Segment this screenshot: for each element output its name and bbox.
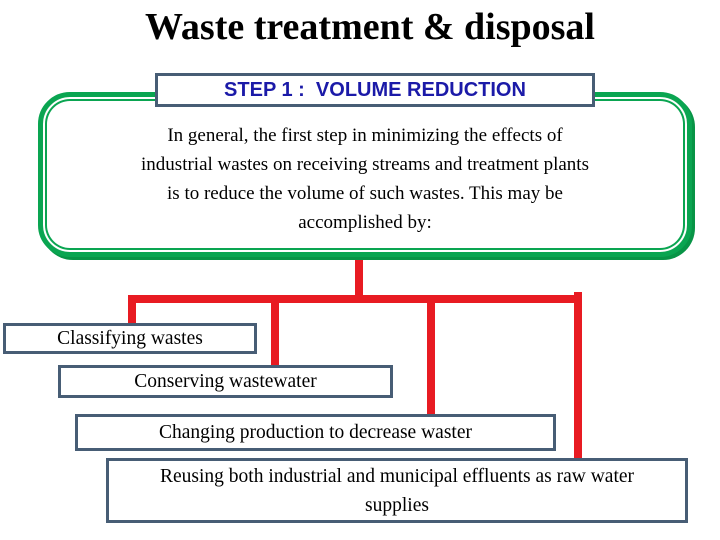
method-label: Classifying wastes [57, 328, 203, 349]
connector-stem [355, 250, 363, 303]
method-box-conserving-wastewater: Conserving wastewater [58, 365, 393, 398]
method-box-classifying-wastes: Classifying wastes [3, 323, 257, 354]
method-label: Changing production to decrease waster [159, 422, 472, 443]
description-text: In general, the first step in minimizing… [43, 121, 687, 237]
connector-horizontal [128, 295, 582, 303]
description-line: industrial wastes on receiving streams a… [141, 154, 589, 175]
slide-title: Waste treatment & disposal [145, 6, 595, 48]
method-label: Conserving wastewater [134, 371, 317, 392]
connector-drop-4 [574, 292, 582, 460]
description-line: is to reduce the volume of such wastes. … [167, 183, 563, 204]
method-box-reusing-effluents: Reusing both industrial and municipal ef… [106, 458, 688, 523]
description-line: In general, the first step in minimizing… [167, 125, 563, 146]
step-banner: STEP 1 : VOLUME REDUCTION [155, 73, 595, 107]
description-line: accomplished by: [298, 212, 432, 233]
method-box-changing-production: Changing production to decrease waster [75, 414, 556, 451]
connector-drop-2 [271, 295, 279, 367]
volume-reduction-panel: In general, the first step in minimizing… [38, 92, 692, 257]
method-label: Reusing both industrial and municipal ef… [159, 465, 635, 516]
connector-drop-1 [128, 295, 136, 325]
connector-drop-3 [427, 295, 435, 416]
